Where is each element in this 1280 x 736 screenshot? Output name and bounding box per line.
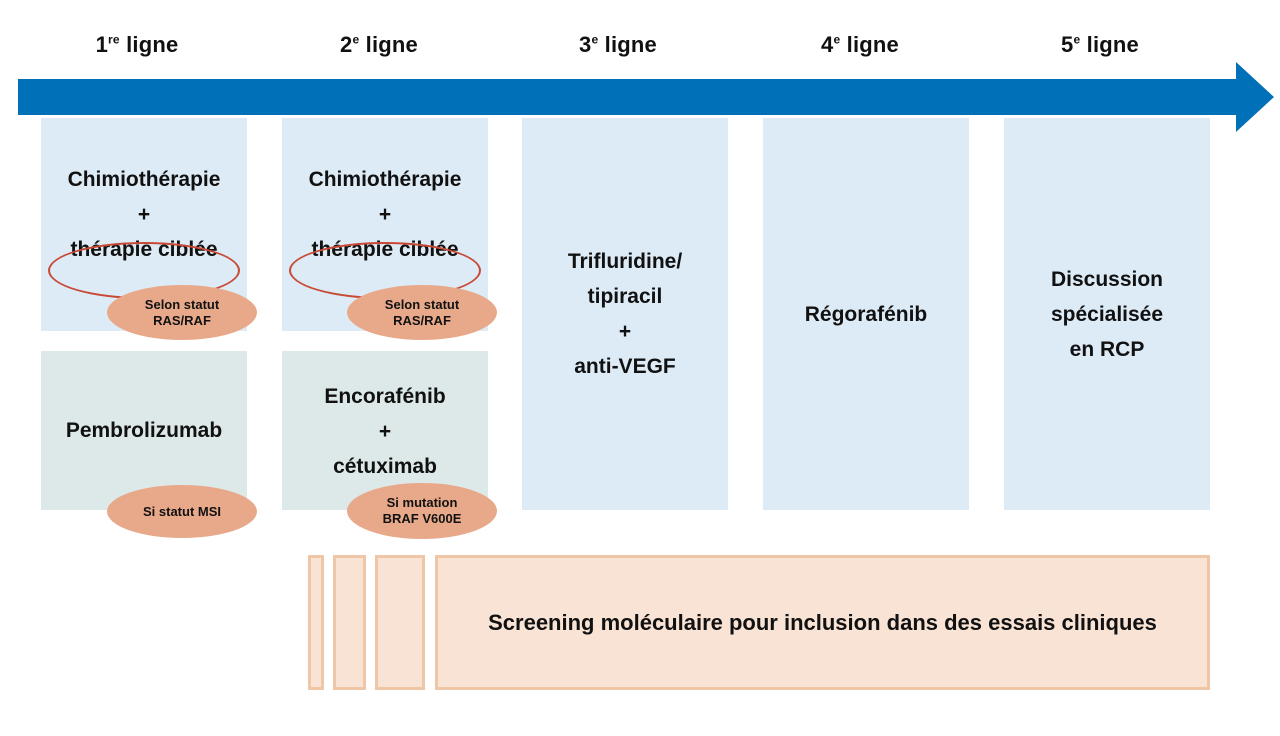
box-line: Discussion xyxy=(1050,267,1164,291)
line-ordinal: e xyxy=(1073,32,1081,47)
box-line: Chimiothérapie xyxy=(308,168,462,191)
line-number: 2 xyxy=(340,32,353,57)
line5-rcp-box: Discussion spécialisée en RCP xyxy=(1004,118,1210,510)
status-badge-ras-raf: Selon statut RAS/RAF xyxy=(107,285,257,340)
header-line-5: 5e ligne xyxy=(1000,32,1200,58)
box-line: + xyxy=(618,320,632,343)
box-line: Régorafénib xyxy=(804,302,928,326)
line-ordinal: e xyxy=(833,32,841,47)
box-line: anti-VEGF xyxy=(574,355,676,378)
box-line: Trifluridine/ xyxy=(567,250,683,273)
box-line: + xyxy=(378,420,392,443)
line-ordinal: e xyxy=(591,32,599,47)
line-label: ligne xyxy=(359,32,418,57)
box-line: spécialisée xyxy=(1050,302,1164,326)
screening-strip xyxy=(308,555,324,690)
line-number: 1 xyxy=(95,32,109,57)
line4-regorafenib-box: Régorafénib xyxy=(763,118,969,510)
line3-trifluridine-box: Trifluridine/ tipiracil + anti-VEGF xyxy=(522,118,728,510)
line2-encorafenib-box: Encorafénib + cétuximab xyxy=(282,351,488,510)
box-line: Chimiothérapie xyxy=(67,168,221,191)
box-line: cétuximab xyxy=(333,455,437,478)
box-line: + xyxy=(137,203,151,226)
screening-strip xyxy=(333,555,366,690)
arrow-shape xyxy=(18,62,1274,132)
line-number: 5 xyxy=(1061,32,1074,57)
line-number: 4 xyxy=(821,32,834,57)
screening-label: Screening moléculaire pour inclusion dan… xyxy=(488,609,1157,635)
header-line-4: 4e ligne xyxy=(760,32,960,58)
box-line: tipiracil xyxy=(587,285,663,308)
box-line: + xyxy=(378,203,392,226)
line-ordinal: e xyxy=(352,32,360,47)
status-badge-braf: Si mutation BRAF V600E xyxy=(347,483,497,539)
screening-strip xyxy=(375,555,425,690)
line-ordinal: re xyxy=(108,32,120,47)
screening-banner: Screening moléculaire pour inclusion dan… xyxy=(435,555,1210,690)
box-line: en RCP xyxy=(1069,337,1145,361)
header-line-1: 1re ligne xyxy=(37,32,237,58)
timeline-arrow xyxy=(18,62,1274,132)
header-line-2: 2e ligne xyxy=(279,32,479,58)
line-label: ligne xyxy=(1080,32,1139,57)
line-label: ligne xyxy=(119,32,179,57)
box-line: Pembrolizumab xyxy=(65,419,223,442)
status-badge-msi: Si statut MSI xyxy=(107,485,257,538)
line-label: ligne xyxy=(598,32,657,57)
line-label: ligne xyxy=(840,32,899,57)
line-number: 3 xyxy=(579,32,592,57)
header-line-3: 3e ligne xyxy=(518,32,718,58)
box-line: Encorafénib xyxy=(324,385,446,408)
status-badge-ras-raf: Selon statut RAS/RAF xyxy=(347,285,497,340)
line1-pembrolizumab-box: Pembrolizumab xyxy=(41,351,247,510)
